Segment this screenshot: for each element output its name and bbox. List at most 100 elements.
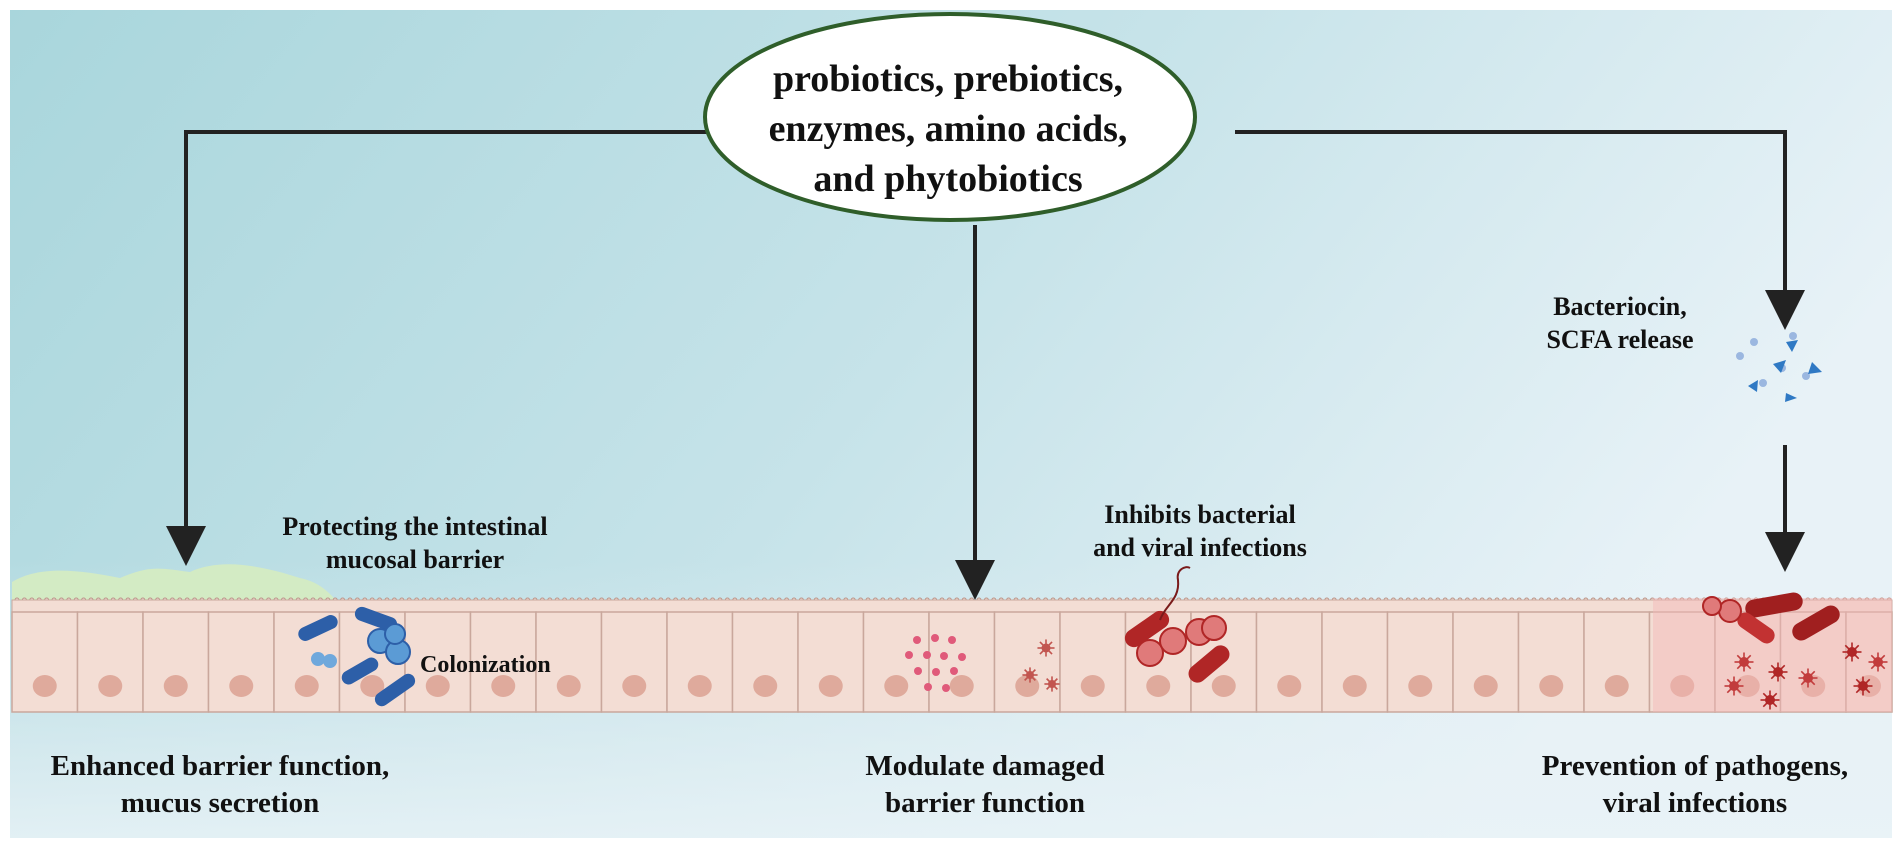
- cell-nucleus: [1604, 675, 1629, 697]
- pathogen-bacteria: [1124, 566, 1840, 683]
- modulator-dot: [950, 667, 958, 675]
- virus-particle: [1868, 652, 1888, 672]
- pathogen-coccus: [1159, 627, 1187, 655]
- pathogen-coccus: [1201, 615, 1227, 641]
- pathogen-coccus: [1702, 596, 1722, 616]
- virus-particle: [1022, 667, 1038, 683]
- cell-nucleus: [1670, 675, 1695, 697]
- cell-nucleus: [1735, 675, 1760, 697]
- label-protecting: Protecting the intestinal mucosal barrie…: [282, 512, 548, 575]
- cell-nucleus: [622, 675, 647, 697]
- scfa-dot: [1750, 338, 1758, 346]
- label-colonization: Colonization: [420, 652, 551, 678]
- cell-nucleus: [1277, 675, 1302, 697]
- epithelial-cell: [1648, 611, 1716, 713]
- modulator-dot: [932, 668, 940, 676]
- inflamed-region: [1653, 598, 1892, 712]
- cell-nucleus: [98, 675, 123, 697]
- pathogen-coccus: [1718, 599, 1742, 623]
- cell-nucleus: [229, 675, 254, 697]
- pathogen-rod: [1188, 645, 1230, 683]
- cell-nucleus: [294, 675, 319, 697]
- cell-nucleus: [818, 675, 843, 697]
- virus-particle: [1724, 676, 1744, 696]
- modulator-dot: [905, 651, 913, 659]
- pathogen-rod: [1792, 605, 1840, 641]
- cell-nucleus: [556, 675, 581, 697]
- pathogen-rod: [1745, 592, 1803, 618]
- probiotic-rod: [354, 606, 398, 632]
- scfa-dot: [1759, 379, 1767, 387]
- cell-nucleus: [163, 675, 188, 697]
- probiotic-rod: [341, 657, 379, 685]
- modulator-dot: [958, 653, 966, 661]
- bacteriocin-triangle: [1785, 393, 1797, 402]
- modulator-dot: [924, 683, 932, 691]
- modulator-dot: [942, 684, 950, 692]
- modulator-dot: [931, 634, 939, 642]
- pathogen-coccus: [1136, 639, 1164, 667]
- bacteriocin-triangle: [1773, 360, 1786, 373]
- center-ellipse: [703, 12, 1197, 222]
- right-arrow: [1235, 130, 1805, 330]
- cell-nucleus: [1015, 675, 1040, 697]
- inflamed-viruses: [1724, 642, 1888, 710]
- modulator-dot: [948, 636, 956, 644]
- center-title: probiotics, prebiotics, enzymes, amino a…: [768, 58, 1128, 201]
- cell-nucleus: [425, 675, 450, 697]
- pathogen-rod: [1737, 612, 1775, 644]
- outcome-right: Prevention of pathogens, viral infection…: [1541, 750, 1849, 820]
- modulator-dot: [913, 636, 921, 644]
- mucus-layer: [12, 564, 336, 600]
- cell-nucleus: [1408, 675, 1433, 697]
- cell-nucleus: [949, 675, 974, 697]
- cell-nucleus: [687, 675, 712, 697]
- scfa-dot: [1736, 352, 1744, 360]
- outcome-middle: Modulate damaged barrier function: [865, 750, 1105, 820]
- cell-nucleus: [1473, 675, 1498, 697]
- pathogen-rod: [1124, 610, 1170, 648]
- cell-nucleus: [1539, 675, 1564, 697]
- cell-nucleus: [32, 675, 57, 697]
- cell-nucleus: [1211, 675, 1236, 697]
- probiotic-coccus: [384, 623, 406, 645]
- connector-lines: [166, 130, 1805, 600]
- probiotic-coccus: [311, 652, 325, 666]
- modulator-dot: [914, 667, 922, 675]
- virus-particle: [1734, 652, 1754, 672]
- left-arrow: [166, 130, 715, 566]
- outcome-left: Enhanced barrier function, mucus secreti…: [50, 750, 390, 820]
- virus-particle: [1798, 668, 1818, 688]
- virus-particle: [1037, 639, 1055, 657]
- probiotic-coccus: [323, 654, 337, 668]
- epithelial-cell-layer: [11, 599, 1893, 713]
- cell-nucleus: [491, 675, 516, 697]
- virus-particle: [1760, 690, 1780, 710]
- bacteriocin-triangle: [1808, 362, 1822, 374]
- scfa-particles: [1736, 332, 1822, 402]
- probiotic-rod: [298, 615, 338, 641]
- cell-nucleus: [1146, 675, 1171, 697]
- virus-particle: [1842, 642, 1862, 662]
- cell-nucleus: [1080, 675, 1105, 697]
- bacteriocin-triangle: [1748, 380, 1758, 392]
- pathogen-flagellum: [1159, 566, 1191, 621]
- barrier-modulation-dots: [905, 634, 966, 692]
- cell-nucleus: [1342, 675, 1367, 697]
- scfa-dot: [1789, 332, 1797, 340]
- modulator-dot: [923, 651, 931, 659]
- cell-nucleus: [884, 675, 909, 697]
- label-inhibits: Inhibits bacterial and viral infections: [1093, 500, 1307, 563]
- cell-nucleus: [360, 675, 385, 697]
- virus-particle: [1044, 676, 1060, 692]
- middle-viruses: [1022, 639, 1060, 692]
- cell-nucleus: [753, 675, 778, 697]
- virus-particle: [1768, 662, 1788, 682]
- modulator-dot: [940, 652, 948, 660]
- bacteriocin-triangle: [1786, 340, 1798, 352]
- probiotic-bacteria: [298, 606, 416, 707]
- probiotic-rod: [374, 673, 416, 707]
- virus-particle: [1853, 676, 1873, 696]
- label-bacteriocin: Bacteriocin, SCFA release: [1546, 292, 1694, 355]
